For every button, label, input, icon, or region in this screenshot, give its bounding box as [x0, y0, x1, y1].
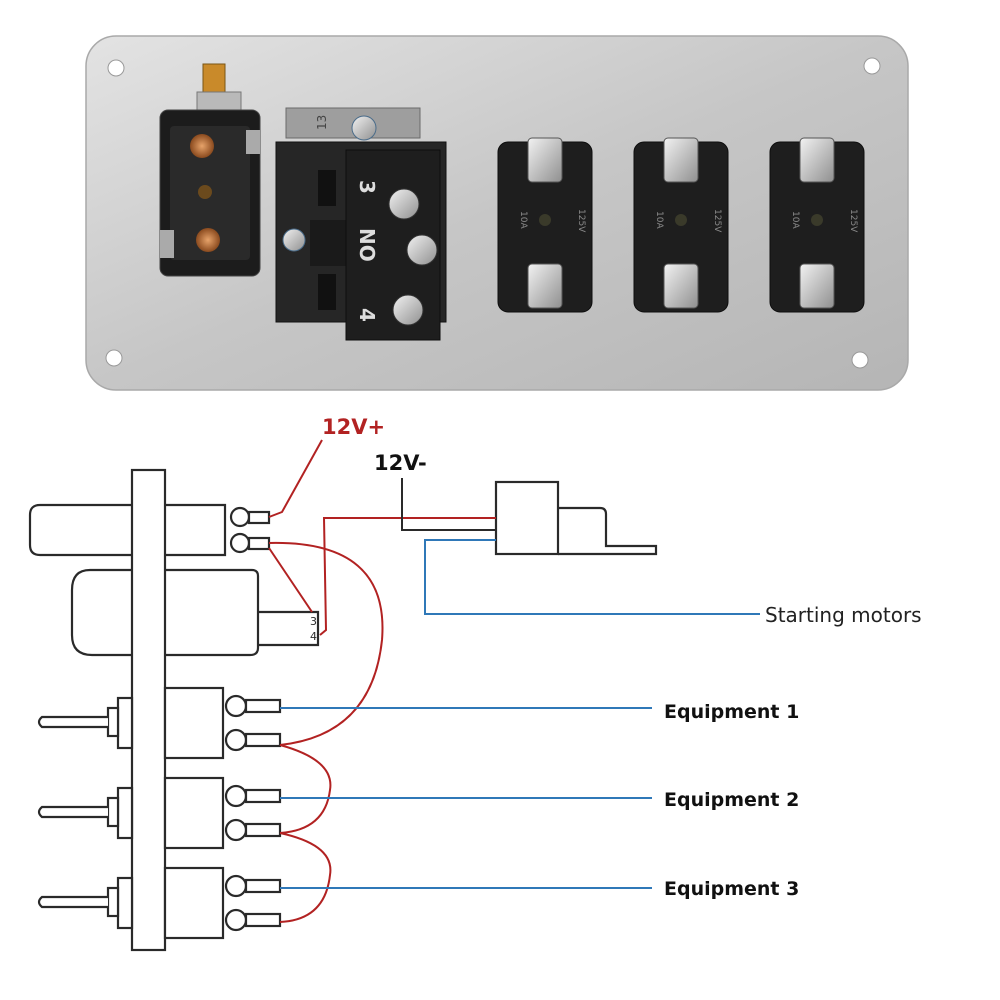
mounting-hole	[107, 59, 125, 77]
screw-terminal	[388, 188, 420, 220]
fuse-rating: 10A	[654, 211, 664, 229]
screw-terminal	[799, 263, 835, 309]
ignition-terminal-bottom	[229, 532, 251, 554]
screw-terminal	[663, 137, 699, 183]
fuse-rating: 10A	[790, 211, 800, 229]
label-12v-negative: 12V-	[374, 451, 427, 475]
copper-terminal	[190, 134, 214, 158]
label-12v-positive: 12V+	[322, 415, 385, 439]
toggle-switch-symbol	[37, 686, 282, 760]
toggle-switch-photo: 10A 125V	[633, 137, 729, 313]
wire-ignition-to-button	[268, 547, 313, 613]
terminal-label-3: 3	[355, 180, 379, 194]
fuse-rating: 10A	[518, 211, 528, 229]
toggle-switch-photo: 10A 125V	[497, 137, 593, 313]
panel-photo: 13 3 NO 4 10A 125V 10A 125V 10A 125V	[85, 35, 909, 391]
wire-starting-motors	[424, 539, 760, 615]
fuse-voltage: 125V	[576, 209, 586, 233]
toggle-lever	[37, 715, 108, 729]
toggle-terminal	[224, 728, 248, 752]
toggle-lever	[37, 805, 108, 819]
starter-relay-symbol	[494, 480, 658, 556]
push-button-switch: 13 3 NO 4	[275, 107, 447, 341]
button-terminal-3: 3	[310, 615, 317, 628]
wire-12v-positive	[268, 439, 323, 518]
fuse-voltage: 125V	[848, 209, 858, 233]
toggle-terminal	[224, 818, 248, 842]
screw-terminal	[799, 137, 835, 183]
wiring-diagram: 3 4	[28, 439, 760, 952]
toggle-switch-symbol	[37, 866, 282, 940]
button-terminal-4: 4	[310, 630, 317, 643]
ignition-switch-block	[159, 63, 261, 277]
screw-terminal	[527, 137, 563, 183]
wire-12v-negative	[401, 478, 496, 531]
mounting-hole	[851, 351, 869, 369]
screw-terminal	[663, 263, 699, 309]
toggle-switch-symbol	[37, 776, 282, 850]
screw-terminal	[392, 294, 424, 326]
toggle-switches-photo: 10A 125V 10A 125V 10A 125V	[497, 137, 865, 313]
toggle-switch-photo: 10A 125V	[769, 137, 865, 313]
screw-terminal	[527, 263, 563, 309]
wire-ignition-to-toggle-1	[268, 541, 384, 746]
load-wiring	[280, 539, 760, 889]
ignition-switch-symbol	[28, 503, 271, 557]
panel-plate-outline	[130, 468, 167, 952]
wire-button-to-relay	[319, 517, 496, 636]
label-starting-motors: Starting motors	[765, 603, 922, 627]
toggle-terminal	[224, 908, 248, 932]
label-equipment-3: Equipment 3	[664, 878, 799, 900]
copper-terminal	[196, 228, 220, 252]
toggle-terminal	[224, 784, 248, 808]
toggle-switch-symbols	[37, 686, 282, 940]
label-equipment-2: Equipment 2	[664, 789, 799, 811]
wire-toggle-2-to-3	[279, 832, 332, 923]
mounting-hole	[863, 57, 881, 75]
terminal-label-4: 4	[355, 308, 379, 322]
mounting-hole	[105, 349, 123, 367]
plate-mark: 13	[315, 115, 329, 130]
start-button-symbol: 3 4	[70, 568, 320, 657]
ignition-terminal-top	[229, 506, 251, 528]
label-equipment-1: Equipment 1	[664, 701, 799, 723]
toggle-terminal	[224, 694, 248, 718]
terminal-label-no: NO	[355, 228, 379, 262]
screw-terminal	[406, 234, 438, 266]
fuse-voltage: 125V	[712, 209, 722, 233]
toggle-lever	[37, 895, 108, 909]
toggle-terminal	[224, 874, 248, 898]
wire-toggle-1-to-2	[279, 744, 332, 834]
positive-wiring	[268, 439, 496, 923]
